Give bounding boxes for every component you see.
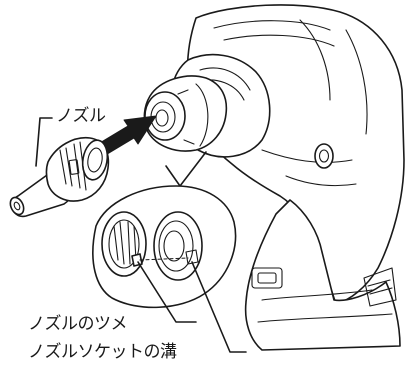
nozzle-part	[9, 117, 110, 218]
nozzle-label: ノズル	[56, 106, 106, 126]
detail-view	[92, 185, 247, 353]
nozzle-socket-groove-label: ノズルソケットの溝	[28, 342, 177, 362]
nozzle-claw-label: ノズルのツメ	[28, 314, 128, 334]
arrow-right-icon	[97, 115, 157, 157]
nozzle-socket	[143, 75, 228, 187]
tool-body	[170, 4, 405, 351]
